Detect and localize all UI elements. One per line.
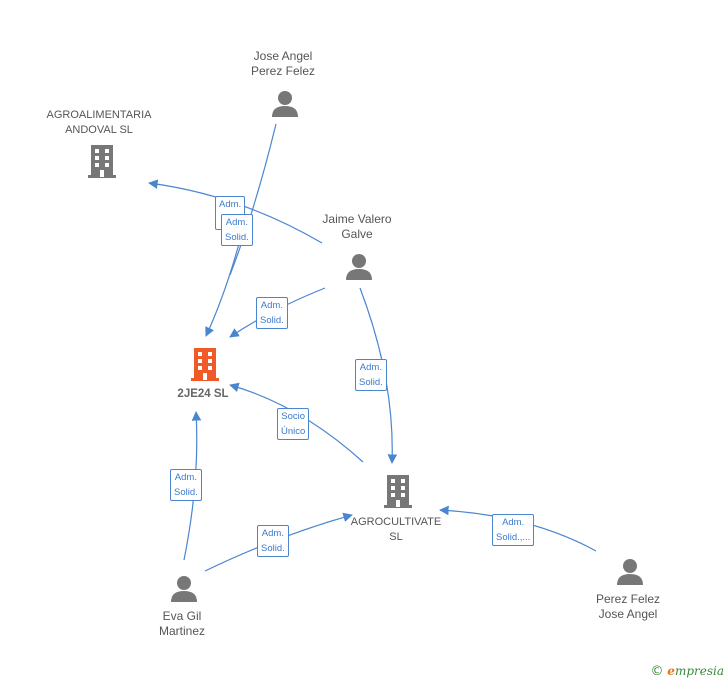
node-label-jose-angel[interactable]: Jose Angel Perez Felez xyxy=(250,49,316,78)
edge-label: Adm. Solid. xyxy=(257,525,289,557)
empresia-watermark: © empresia xyxy=(650,664,724,679)
building-icon-focus xyxy=(191,348,219,381)
node-label-eva-gil[interactable]: Eva Gil Martinez xyxy=(158,609,206,638)
edge-label: Adm. Solid. xyxy=(221,214,253,246)
node-label-agrocultivate[interactable]: AGROCULTIVATE SL xyxy=(350,516,442,543)
edge-joseangel-to-focus-2 xyxy=(205,239,241,337)
edge-joseangel-to-focus xyxy=(229,123,277,276)
person-icon xyxy=(272,91,298,117)
building-icon xyxy=(384,475,412,508)
person-icon xyxy=(171,576,197,602)
edge-label: Socio Único xyxy=(277,408,310,440)
node-label-agroalimentaria[interactable]: AGROALIMENTARIA ANDOVAL SL xyxy=(46,109,152,136)
edge-label: Adm. Solid. xyxy=(170,469,202,501)
node-label-focus-company[interactable]: 2JE24 SL xyxy=(177,388,229,400)
edge-label: Adm. Solid. xyxy=(355,359,387,391)
edge-label: Adm. Solid. xyxy=(256,297,288,329)
node-label-perez-felez[interactable]: Perez Felez Jose Angel xyxy=(595,592,661,621)
edge-label: Adm. Solid.,... xyxy=(492,514,535,546)
node-label-jaime-valero[interactable]: Jaime Valero Galve xyxy=(322,212,392,241)
person-icon xyxy=(346,254,372,280)
copyright-icon: © xyxy=(650,664,664,679)
brand-name: mpresia xyxy=(674,664,724,678)
person-icon xyxy=(617,559,643,585)
building-icon xyxy=(88,145,116,178)
brand-initial: e xyxy=(667,664,675,678)
